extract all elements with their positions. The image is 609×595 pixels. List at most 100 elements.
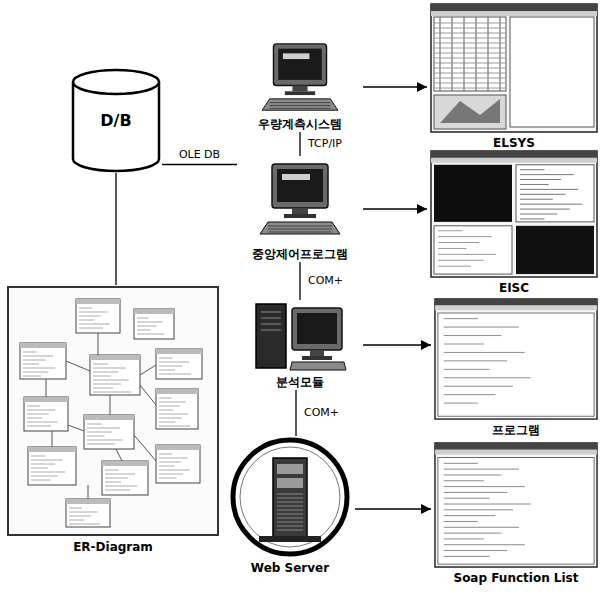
illustration-part (516, 165, 594, 222)
illustration-part (69, 516, 91, 517)
illustration-part (93, 392, 131, 393)
illustration-part (159, 470, 190, 471)
illustration-part (444, 343, 484, 344)
illustration-part (434, 48, 506, 49)
illustration-part (434, 33, 506, 34)
illustration-part (434, 63, 506, 64)
illustration-part (277, 510, 303, 511)
illustration-part (28, 447, 76, 452)
connector (355, 504, 431, 514)
illustration-part (435, 443, 597, 567)
illustration-part (444, 556, 490, 557)
illustration-part (435, 450, 597, 455)
illustration-part (438, 230, 463, 231)
illustration-part (261, 324, 281, 325)
illustration-part (438, 236, 492, 237)
illustration-part (23, 376, 41, 377)
illustration-part (278, 49, 322, 80)
node-caption: 우량계측시스템 (237, 116, 363, 132)
illustration-part (105, 490, 130, 491)
illustration-part (292, 86, 307, 92)
illustration-part (87, 436, 105, 437)
illustration-part (435, 299, 597, 306)
illustration-part (277, 518, 303, 519)
illustration-part (444, 538, 484, 539)
illustration-part (277, 478, 303, 488)
computer-node: 우량계측시스템 (237, 42, 363, 132)
illustration-part (105, 470, 119, 471)
illustration-part (23, 368, 55, 369)
node-caption: EISC (427, 280, 601, 296)
illustration-part (434, 165, 512, 222)
illustration-part (434, 53, 506, 54)
illustration-part (27, 426, 51, 427)
illustration-part (90, 355, 140, 395)
illustration-part (434, 43, 506, 44)
illustration-part (431, 158, 597, 163)
illustration-part (430, 3, 598, 133)
illustration-part (137, 330, 151, 331)
illustration-part (444, 469, 519, 470)
illustration-part (277, 526, 303, 527)
illustration-part (76, 299, 120, 304)
illustration-part (520, 218, 545, 219)
illustration-part (159, 358, 173, 359)
illustration-part (252, 300, 348, 372)
illustration-part (31, 464, 55, 465)
illustration-part (444, 550, 507, 551)
illustration-part (20, 343, 66, 379)
illustration-part (262, 99, 338, 110)
illustration-part (159, 454, 172, 455)
illustration-part (268, 226, 332, 227)
illustration-part (27, 406, 40, 407)
illustration-part (79, 308, 92, 309)
illustration-part (434, 226, 512, 274)
illustration-part (23, 372, 48, 373)
illustration-part (233, 440, 347, 554)
illustration-part (159, 458, 187, 459)
illustration-part (159, 462, 181, 463)
illustration-part (520, 214, 557, 215)
connector (162, 164, 237, 165)
illustration-part (434, 38, 506, 39)
illustration-part (444, 386, 513, 387)
illustration-part (444, 377, 531, 378)
illustration-part (159, 374, 191, 375)
connector-line (299, 262, 300, 300)
illustration-part (27, 414, 49, 415)
illustration-part (277, 498, 303, 499)
illustration-part (66, 499, 110, 504)
db-label-wrap: D/B (70, 68, 162, 173)
illustration-part (52, 431, 53, 447)
illustration-part (93, 380, 129, 381)
illustration-part (137, 334, 164, 335)
illustration-part (270, 102, 331, 103)
node-caption: 분석모듈 (237, 374, 363, 390)
connector-line (299, 132, 300, 156)
illustration-part (444, 509, 513, 510)
arrow-head (421, 340, 431, 350)
illustration-part (31, 472, 65, 473)
illustration-part (438, 313, 594, 416)
illustration-part (90, 355, 140, 360)
illustration-part (159, 474, 183, 475)
illustration-part (159, 466, 174, 467)
illustration-part (66, 499, 110, 527)
illustration-part (159, 422, 175, 423)
illustration-part (84, 415, 134, 420)
illustration-part (277, 530, 303, 531)
illustration-part (88, 485, 89, 499)
illustration-part (438, 260, 484, 261)
illustration-part (444, 533, 502, 534)
illustration-part (110, 395, 111, 415)
illustration-part (520, 179, 561, 180)
illustration-part (277, 494, 303, 495)
illustration-part (434, 442, 598, 568)
illustration-part (431, 4, 597, 132)
illustration-part (284, 214, 316, 218)
illustration-part (102, 461, 148, 466)
illustration-part (434, 73, 506, 74)
illustration-part (431, 11, 597, 16)
illustration-part (520, 184, 549, 185)
arrow-head (417, 204, 427, 214)
